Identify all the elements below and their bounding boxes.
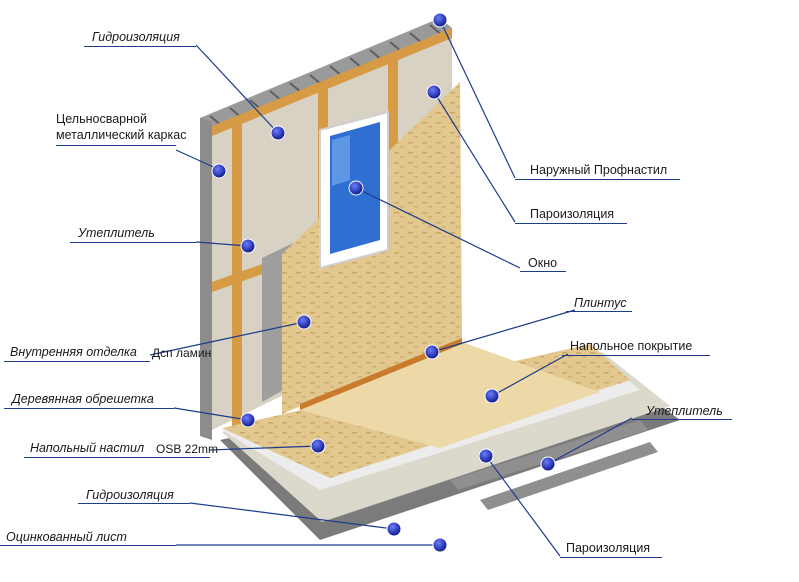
label-wood-battens: Деревянная обрешетка: [12, 392, 154, 406]
marker-floor-waterproofing: [386, 521, 402, 537]
label-underline: [515, 179, 680, 180]
label-frame-line1: Цельносварной: [56, 112, 147, 126]
label-underline: [562, 355, 710, 356]
marker-outer-profile: [432, 12, 448, 28]
label-underline: [632, 419, 732, 420]
marker-skirting: [424, 344, 440, 360]
floor-covering-surface: [300, 342, 600, 448]
label-frame-line2: металлический каркас: [56, 128, 187, 142]
marker-floor-deck: [310, 438, 326, 454]
marker-wall-insulation: [240, 238, 256, 254]
marker-wood-battens: [240, 412, 256, 428]
label-wall-vapor-barrier: Пароизоляция: [530, 207, 615, 221]
marker-steel-frame: [211, 163, 227, 179]
label-wall-insulation: Утеплитель: [78, 226, 155, 240]
label-galvanized-sheet: Оцинкованный лист: [6, 530, 127, 544]
label-window: Окно: [528, 256, 558, 270]
label-underline: [515, 223, 627, 224]
marker-roof-waterproofing: [270, 125, 286, 141]
label-underline: [24, 457, 210, 458]
label-floor-deck-material: OSB 22mm: [156, 442, 219, 456]
label-underline: [84, 46, 196, 47]
skirting-board: [300, 338, 462, 410]
marker-interior-finish: [296, 314, 312, 330]
label-skirting: Плинтус: [574, 296, 627, 310]
marker-wall-vapor-barrier: [426, 84, 442, 100]
marker-galvanized-sheet: [432, 537, 448, 553]
label-underline: [78, 503, 190, 504]
marker-window: [348, 180, 364, 196]
label-underline: [4, 408, 174, 409]
label-underline: [0, 545, 176, 546]
floor-joists: [450, 420, 658, 510]
marker-floor-insulation: [540, 456, 556, 472]
marker-floor-covering: [484, 388, 500, 404]
label-roof-waterproofing: Гидроизоляция: [92, 30, 180, 44]
label-underline: [566, 311, 632, 312]
label-floor-vapor-barrier: Пароизоляция: [566, 541, 651, 555]
label-underline: [56, 145, 176, 146]
label-floor-covering: Напольное покрытие: [570, 339, 693, 353]
marker-floor-vapor-barrier: [478, 448, 494, 464]
leader-lines: [149, 19, 633, 557]
label-outer-profile: Наружный Профнастил: [530, 163, 668, 177]
label-underline: [4, 361, 150, 362]
label-underline: [70, 242, 196, 243]
label-floor-waterproofing: Гидроизоляция: [86, 488, 174, 502]
label-floor-deck: Напольный настил: [30, 441, 145, 455]
label-interior-finish-material: Дсп ламин: [152, 346, 212, 360]
label-underline: [520, 271, 566, 272]
label-floor-insulation: Утеплитель: [646, 404, 723, 418]
label-underline: [560, 557, 662, 558]
steel-frame-post: [200, 118, 212, 440]
label-interior-finish: Внутренняя отделка: [10, 345, 137, 359]
